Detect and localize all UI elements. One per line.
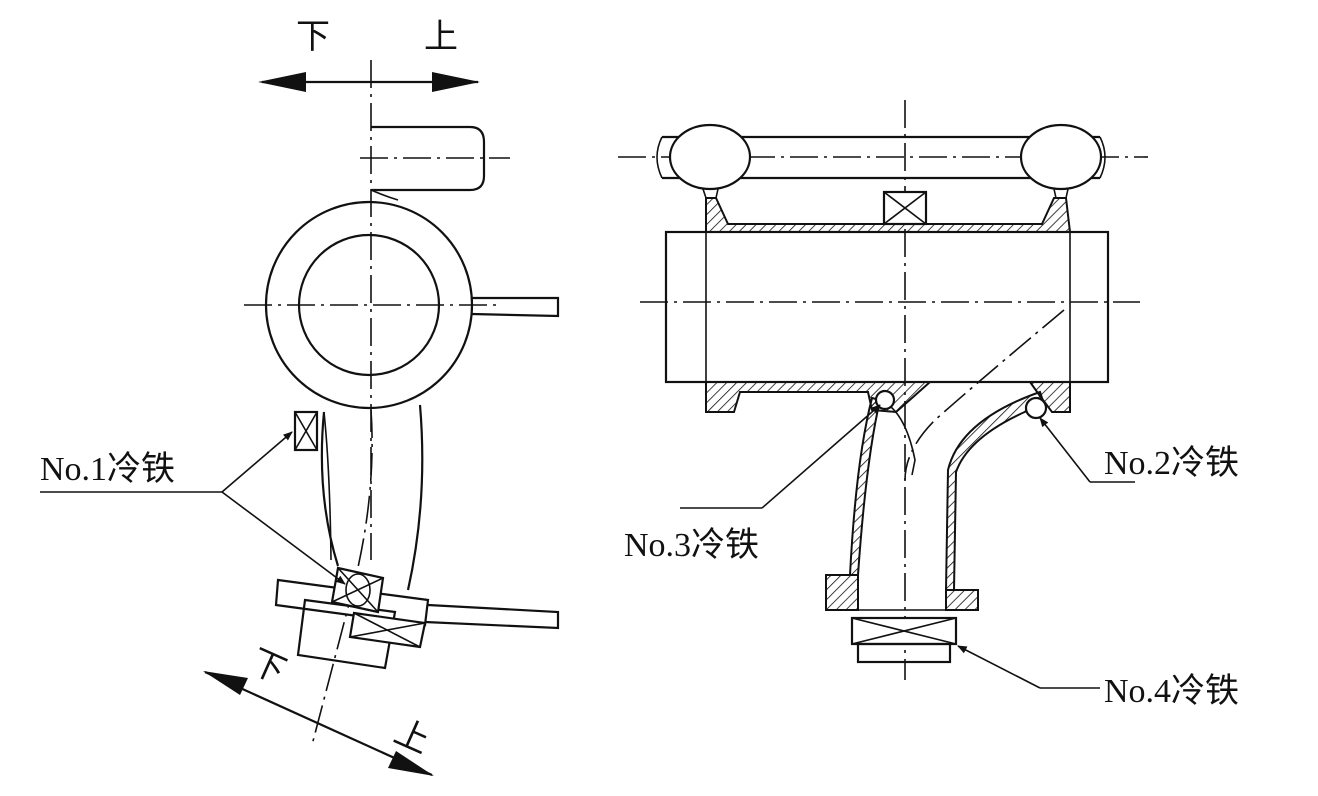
front-view: No.2冷铁 No.3冷铁 No.4冷铁 (618, 100, 1239, 710)
main-body-outline (664, 230, 1110, 384)
chill-1-label: No.1冷铁 (40, 450, 175, 488)
ring-section (244, 200, 560, 410)
lower-riser-bar (424, 603, 560, 630)
left-bulb-neck (702, 188, 719, 199)
chill-4-base (856, 642, 952, 664)
chill-2-marker (1024, 396, 1048, 420)
chill-4 (850, 616, 958, 664)
chill-cross-d (331, 577, 384, 603)
upper-wall (705, 190, 1072, 233)
right-bulb-neck (1053, 188, 1069, 199)
inclined-left-arrow-icon (203, 671, 248, 695)
chill-cross-f (349, 622, 426, 638)
top-direction-indicator: 下 上 (258, 17, 480, 92)
chill-bottom-block (348, 611, 427, 649)
branch-right-wall (944, 390, 1046, 591)
right-riser-bar (471, 296, 560, 318)
direction-label-down-top: 下 (296, 17, 330, 57)
side-view: 下 上 (40, 17, 560, 777)
branch-left-wall (848, 396, 882, 576)
chill-3-callout: No.3冷铁 (624, 404, 881, 564)
top-rail-end-left (656, 136, 663, 179)
direction-label-down-bottom: 下 (244, 642, 291, 692)
lower-flange (274, 566, 560, 670)
bottom-flange-right (945, 589, 979, 611)
chill-1-leader-lower (221, 491, 346, 585)
right-bulb (1019, 123, 1103, 191)
chill-4-callout: No.4冷铁 (957, 645, 1239, 710)
left-bulb (668, 123, 752, 191)
right-arrow-icon (432, 72, 480, 92)
chill-oval (345, 573, 371, 607)
chill-3-label: No.3冷铁 (624, 526, 759, 564)
chill-3-leader (761, 404, 881, 509)
top-pipe-neck (370, 189, 399, 201)
chill-2-callout: No.2冷铁 (1039, 417, 1239, 483)
left-arrow-icon (258, 72, 306, 92)
chill-1-callout: No.1冷铁 (40, 431, 346, 585)
inclined-right-arrow-icon (388, 751, 434, 776)
chill-2-label: No.2冷铁 (1104, 444, 1239, 482)
chill-1-upper (293, 410, 319, 452)
chill-2-leader (1039, 417, 1091, 483)
chill-cross-b (294, 411, 318, 451)
main-body (640, 230, 1140, 481)
stem-inner-left (323, 411, 332, 561)
top-rail (618, 123, 1148, 199)
stem-right-wall (406, 404, 424, 591)
lower-wall-left-hatch (705, 381, 933, 414)
direction-label-up-top: 上 (424, 17, 458, 57)
stem-left-wall (320, 411, 340, 567)
chill-1-leader-upper (221, 431, 293, 493)
top-pipe-outline (371, 125, 486, 192)
bottom-flange-left (825, 574, 859, 611)
top-pipe-section (360, 125, 510, 201)
chill-4-cross-b (851, 617, 957, 645)
chill-4-leader (957, 645, 1041, 689)
bottom-direction-indicator: 下 上 (203, 642, 436, 777)
branch-centerline (904, 309, 1065, 481)
branch-pipe (825, 390, 1046, 611)
chill-4-label: No.4冷铁 (1104, 672, 1239, 710)
top-chill-cross-b (883, 191, 927, 225)
